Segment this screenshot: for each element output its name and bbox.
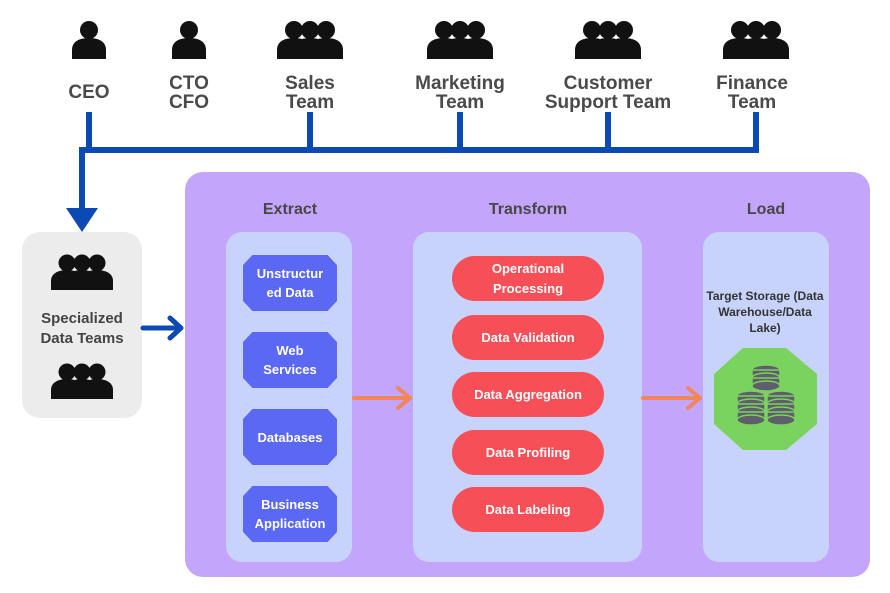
- source-databases: Databases: [243, 409, 337, 465]
- stage-title-load: Load: [746, 201, 786, 218]
- flow-arrow-transform-load: [641, 386, 702, 410]
- right-arrow-icon: [140, 315, 184, 341]
- specialized-top-group-icon: [51, 255, 113, 291]
- database-icon: [736, 364, 796, 426]
- step-data-profiling: Data Profiling: [452, 430, 604, 475]
- role-label-sales: Sales Team: [285, 73, 335, 113]
- role-label-marketing: Marketing Team: [415, 73, 505, 113]
- stage-title-transform: Transform: [488, 201, 568, 218]
- org-connector: [79, 112, 759, 212]
- source-unstructured-data: Unstructur ed Data: [243, 255, 337, 311]
- role-label-finance: Finance Team: [716, 73, 788, 113]
- target-storage-label: Target Storage (Data Warehouse/Data Lake…: [706, 289, 824, 335]
- step-data-aggregation: Data Aggregation: [452, 372, 604, 417]
- specialized-bottom-group-icon: [51, 364, 113, 400]
- source-business-application: Business Application: [243, 486, 337, 542]
- role-label-cto-cfo: CTO CFO: [168, 73, 210, 113]
- stage-title-extract: Extract: [262, 201, 318, 218]
- role-label-ceo: CEO: [68, 82, 110, 103]
- role-label-support: Customer Support Team: [544, 73, 672, 113]
- source-web-services: Web Services: [243, 332, 337, 388]
- step-data-validation: Data Validation: [452, 315, 604, 360]
- step-operational-processing: Operational Processing: [452, 256, 604, 301]
- down-arrow-icon: [66, 208, 98, 232]
- flow-arrow-extract-transform: [352, 386, 412, 410]
- specialized-data-teams-label: Specialized Data Teams: [40, 310, 124, 347]
- step-data-labeling: Data Labeling: [452, 487, 604, 532]
